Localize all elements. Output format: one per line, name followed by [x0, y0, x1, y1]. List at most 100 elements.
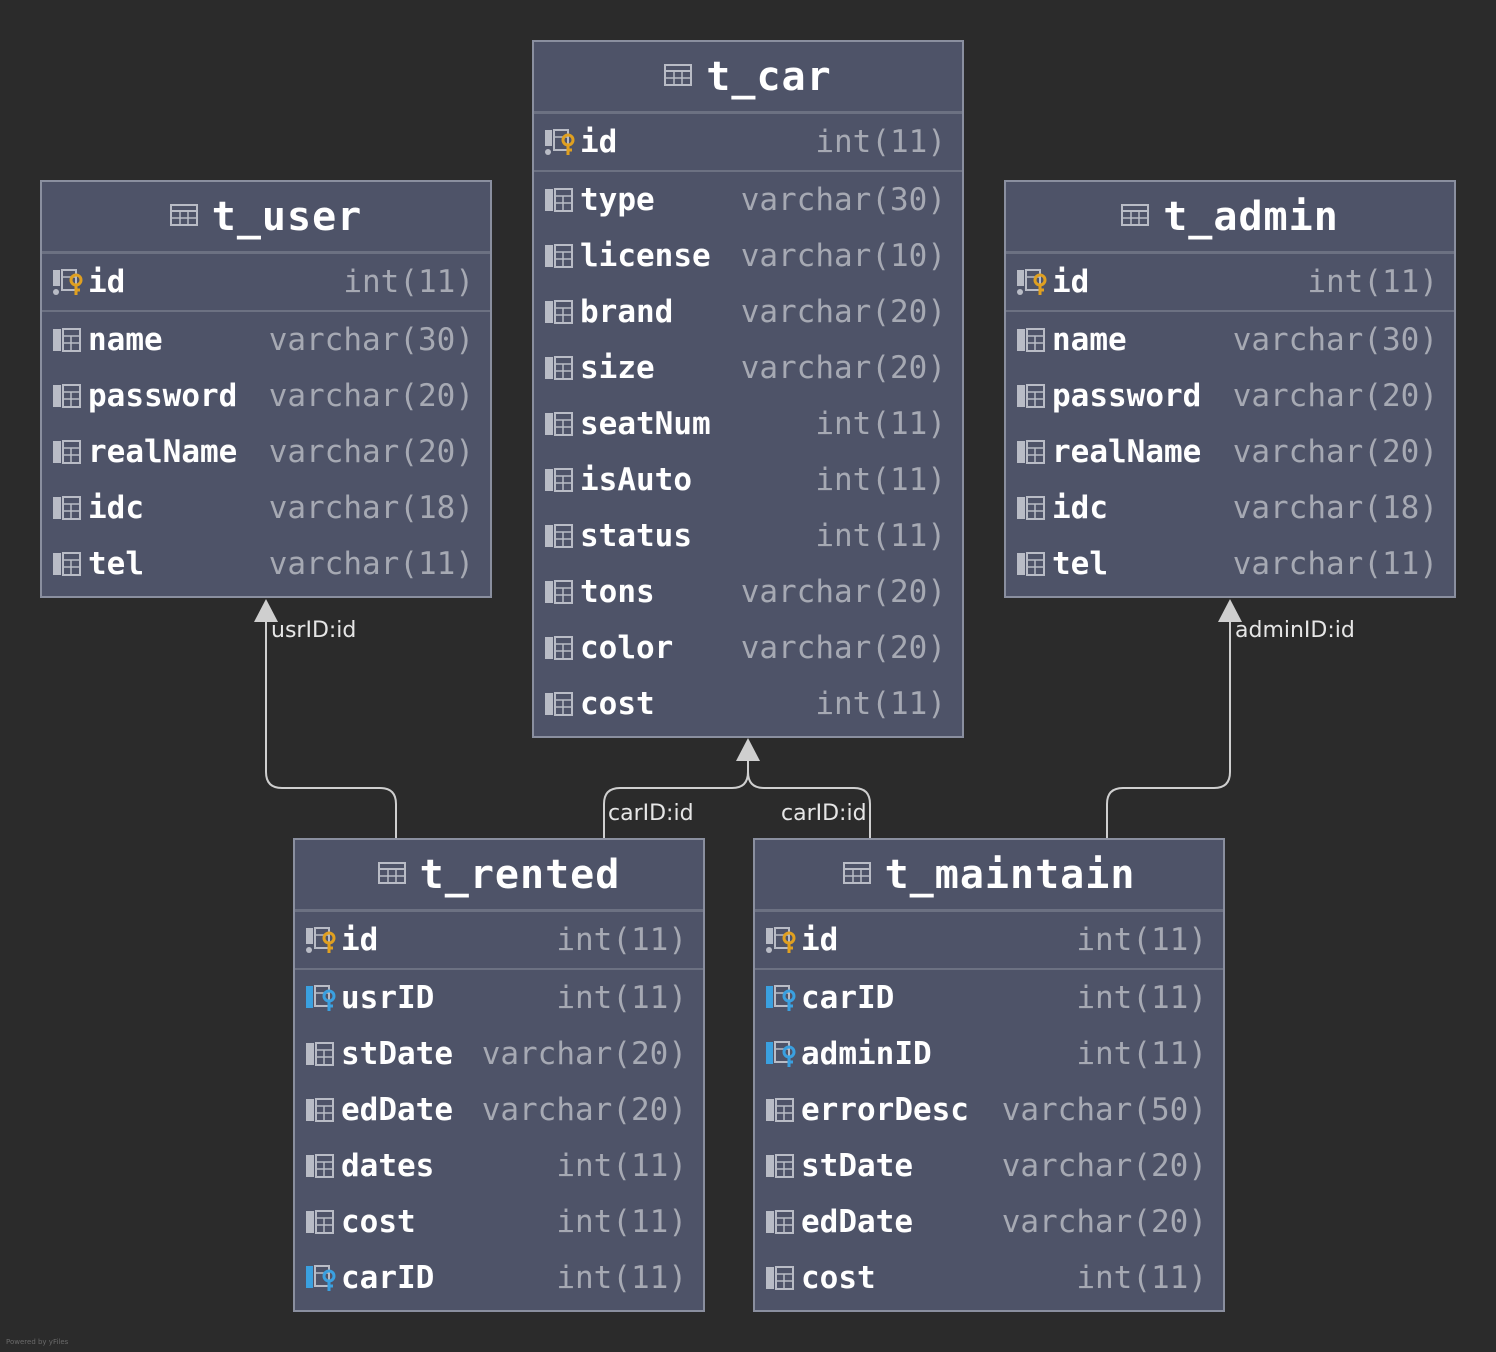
column-icon [1016, 325, 1052, 355]
table-title: t_rented [419, 851, 621, 898]
column-type: int(11) [1076, 1260, 1207, 1296]
table-title: t_car [706, 53, 832, 100]
column-type: int(11) [556, 922, 687, 958]
column-name: idc [88, 490, 144, 526]
table-title: t_user [211, 193, 363, 240]
column-icon [305, 1151, 341, 1181]
column-type: int(11) [1076, 922, 1207, 958]
column-icon [544, 465, 580, 495]
column-name: isAuto [580, 462, 692, 498]
column-type: int(11) [556, 1260, 687, 1296]
foreign-key-icon [305, 1263, 341, 1293]
column-name: cost [341, 1204, 416, 1240]
column-row-eddate[interactable]: edDate varchar(20) [295, 1082, 703, 1138]
column-name: type [580, 182, 655, 218]
table-grid-icon [169, 203, 198, 230]
column-icon [765, 1263, 801, 1293]
column-type: int(11) [815, 686, 946, 722]
table-header[interactable]: t_rented [295, 840, 703, 912]
column-type: int(11) [815, 124, 946, 160]
column-type: varchar(30) [1232, 322, 1438, 358]
column-row-stdate[interactable]: stDate varchar(20) [755, 1138, 1223, 1194]
column-type: int(11) [1076, 980, 1207, 1016]
column-name: stDate [801, 1148, 913, 1184]
table-header[interactable]: t_maintain [755, 840, 1223, 912]
table-grid-icon [664, 63, 693, 90]
table-grid-icon [1121, 203, 1150, 230]
column-type: varchar(20) [740, 350, 946, 386]
column-type: varchar(11) [268, 546, 474, 582]
column-type: varchar(20) [268, 434, 474, 470]
column-row-carid[interactable]: carID int(11) [755, 970, 1223, 1026]
column-type: varchar(30) [740, 182, 946, 218]
foreign-key-icon [305, 983, 341, 1013]
primary-key-icon [305, 925, 341, 955]
column-row-type[interactable]: type varchar(30) [534, 172, 962, 228]
column-name: color [580, 630, 674, 666]
column-type: varchar(20) [1232, 378, 1438, 414]
column-icon [52, 437, 88, 467]
column-name: cost [801, 1260, 876, 1296]
column-icon [544, 353, 580, 383]
primary-key-icon [1016, 267, 1052, 297]
column-row-cost[interactable]: cost int(11) [755, 1250, 1223, 1306]
column-name: carID [801, 980, 895, 1016]
column-icon [52, 381, 88, 411]
column-icon [544, 241, 580, 271]
table-header[interactable]: t_car [534, 42, 962, 114]
column-type: varchar(20) [481, 1092, 687, 1128]
column-type: varchar(20) [1001, 1148, 1207, 1184]
column-type: int(11) [1307, 264, 1438, 300]
column-icon [765, 1207, 801, 1237]
column-name: dates [341, 1148, 435, 1184]
column-type: int(11) [556, 980, 687, 1016]
column-type: varchar(20) [1232, 434, 1438, 470]
column-name: edDate [341, 1092, 453, 1128]
table-header[interactable]: t_admin [1006, 182, 1454, 254]
column-icon [544, 521, 580, 551]
column-type: varchar(20) [1001, 1204, 1207, 1240]
column-name: password [88, 378, 238, 414]
table-header[interactable]: t_user [42, 182, 490, 254]
watermark: Powered by yFiles [6, 1338, 69, 1346]
column-icon [305, 1095, 341, 1125]
column-icon [52, 493, 88, 523]
